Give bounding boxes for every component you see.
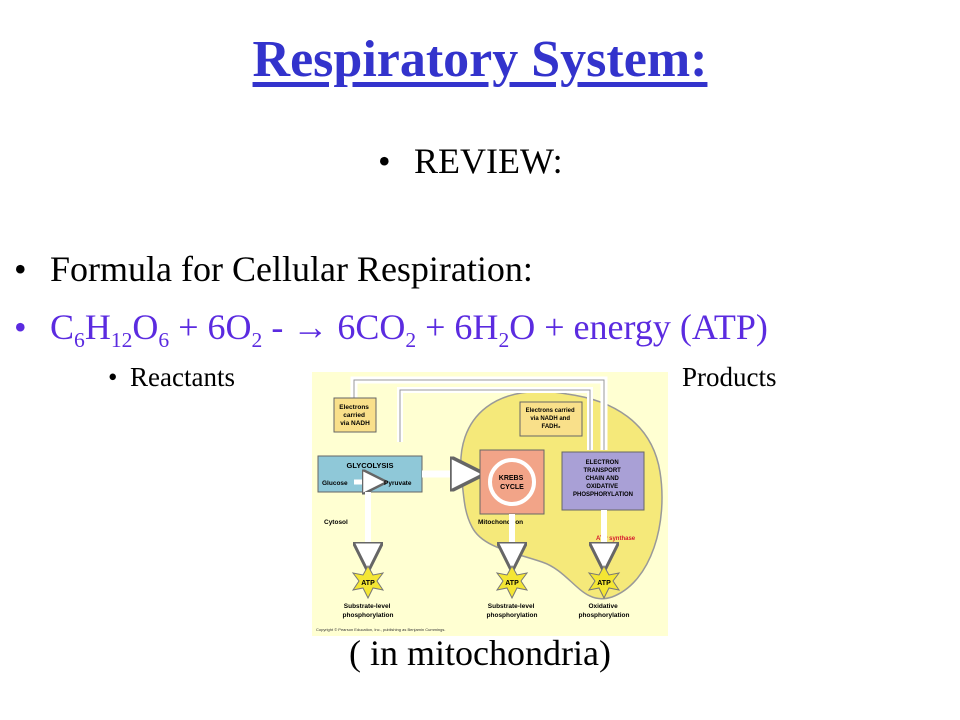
formula-bullet: • C6H12O6 + 6O2 - → 6CO2 + 6H2O + energy … (14, 306, 768, 353)
arrow-loop-outer-edge (353, 379, 605, 450)
atp-star-icon: ATP (587, 564, 621, 600)
oxidative-label: Oxidative phosphorylation (579, 603, 630, 619)
cytosol-label: Cytosol (324, 519, 348, 526)
mitochondrion-label: Mitochondrion (478, 519, 523, 526)
etc-box (561, 451, 645, 511)
electrons-fadh-text: Electrons carried via NADH and FADH₂ (526, 408, 577, 430)
formula-equation: C6H12O6 + 6O2 - → 6CO2 + 6H2O + energy (… (50, 307, 768, 353)
reactants-label: Reactants (130, 362, 235, 392)
arrow-loop-inner-edge (399, 389, 591, 450)
electrons-nadh-text: Electrons carried via NADH (339, 404, 370, 427)
products-label: Products (682, 362, 777, 392)
reactants-bullet: • Reactants (108, 362, 235, 393)
bullet-dot: • (14, 307, 27, 347)
svg-text:ATP: ATP (361, 580, 375, 587)
krebs-label: KREBS CYCLE (499, 475, 525, 491)
atp-synthase-label: ATP synthase (596, 536, 636, 542)
etc-label: ELECTRON TRANSPORT CHAIN AND OXIDATIVE P… (573, 460, 633, 498)
formula-heading: Formula for Cellular Respiration: (50, 249, 533, 289)
svg-text:ATP: ATP (597, 580, 611, 587)
atp-star-icon: ATP (495, 564, 529, 600)
bullet-dot: • (378, 141, 391, 181)
electrons-nadh-box (333, 397, 377, 433)
glucose-label: Glucose (322, 480, 348, 487)
substrate-level-label-1: Substrate-level phosphorylation (343, 603, 394, 619)
atp-star-icon: ATP (351, 564, 385, 600)
copyright-text: Copyright © Pearson Education, Inc., pub… (316, 627, 445, 632)
krebs-cycle-icon (488, 458, 536, 506)
svg-text:ATP: ATP (505, 580, 519, 587)
formula-heading-bullet: • Formula for Cellular Respiration: (14, 248, 533, 290)
slide-title: Respiratory System: (252, 31, 708, 88)
mitochondria-caption: ( in mitochondria) (349, 633, 611, 673)
bullet-dot: • (108, 362, 118, 392)
bullet-dot: • (14, 249, 27, 289)
cellular-respiration-diagram: Electrons carried via NADH Electrons car… (312, 372, 668, 636)
substrate-level-label-2: Substrate-level phosphorylation (487, 603, 538, 619)
review-text: REVIEW: (414, 141, 563, 181)
electrons-fadh-box (519, 401, 583, 437)
review-bullet: • REVIEW: (378, 140, 563, 182)
glycolysis-label: GLYCOLYSIS (347, 461, 394, 470)
pyruvate-label: Pyruvate (384, 480, 412, 487)
